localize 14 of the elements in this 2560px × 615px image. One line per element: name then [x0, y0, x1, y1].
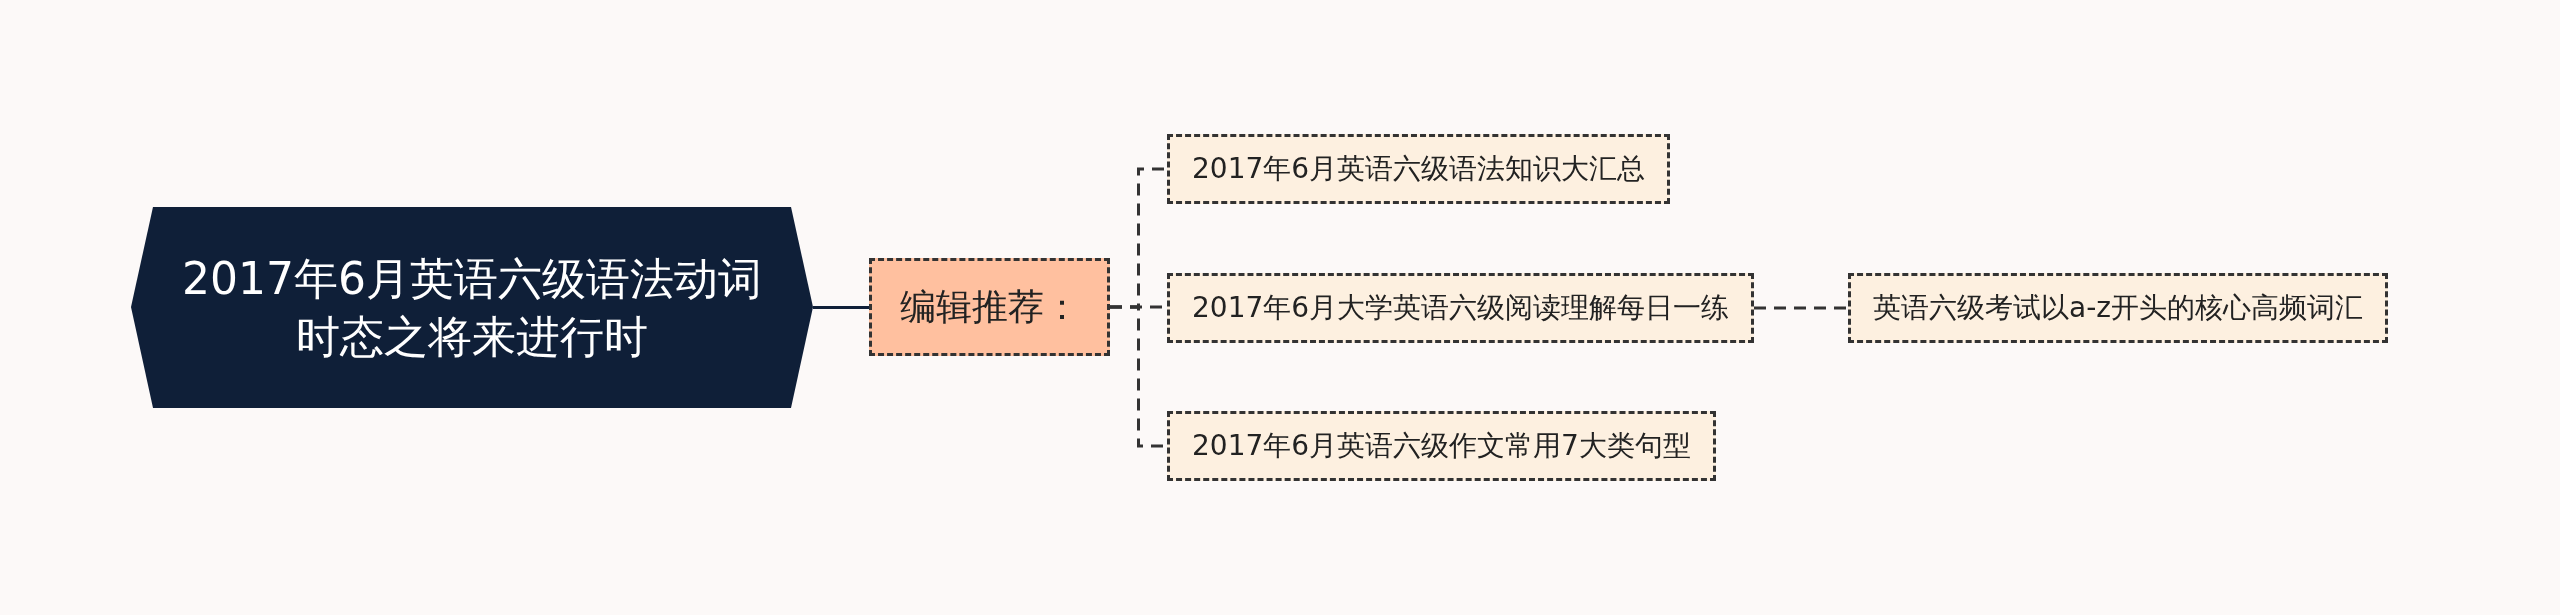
node-text: 2017年6月英语六级语法动词时态之将来进行时: [181, 252, 763, 364]
topic-box: [1167, 411, 1716, 481]
topic-hexagon: [131, 207, 813, 408]
topic-box: [1167, 273, 1755, 343]
node-text: 2017年6月英语六级语法知识大汇总: [1192, 151, 1646, 187]
topic-box: [1167, 134, 1671, 204]
topic-box: [1848, 273, 2388, 343]
node-text: 2017年6月大学英语六级阅读理解每日一练: [1192, 290, 1730, 326]
connector-line: [1754, 306, 1848, 310]
node-text: 编辑推荐：: [899, 284, 1080, 329]
subtopic-box: [869, 258, 1110, 356]
connector-line: [813, 306, 869, 309]
node-text: 2017年6月英语六级作文常用7大类句型: [1192, 428, 1691, 464]
node-text: 英语六级考试以a-z开头的核心高频词汇: [1873, 290, 2363, 326]
